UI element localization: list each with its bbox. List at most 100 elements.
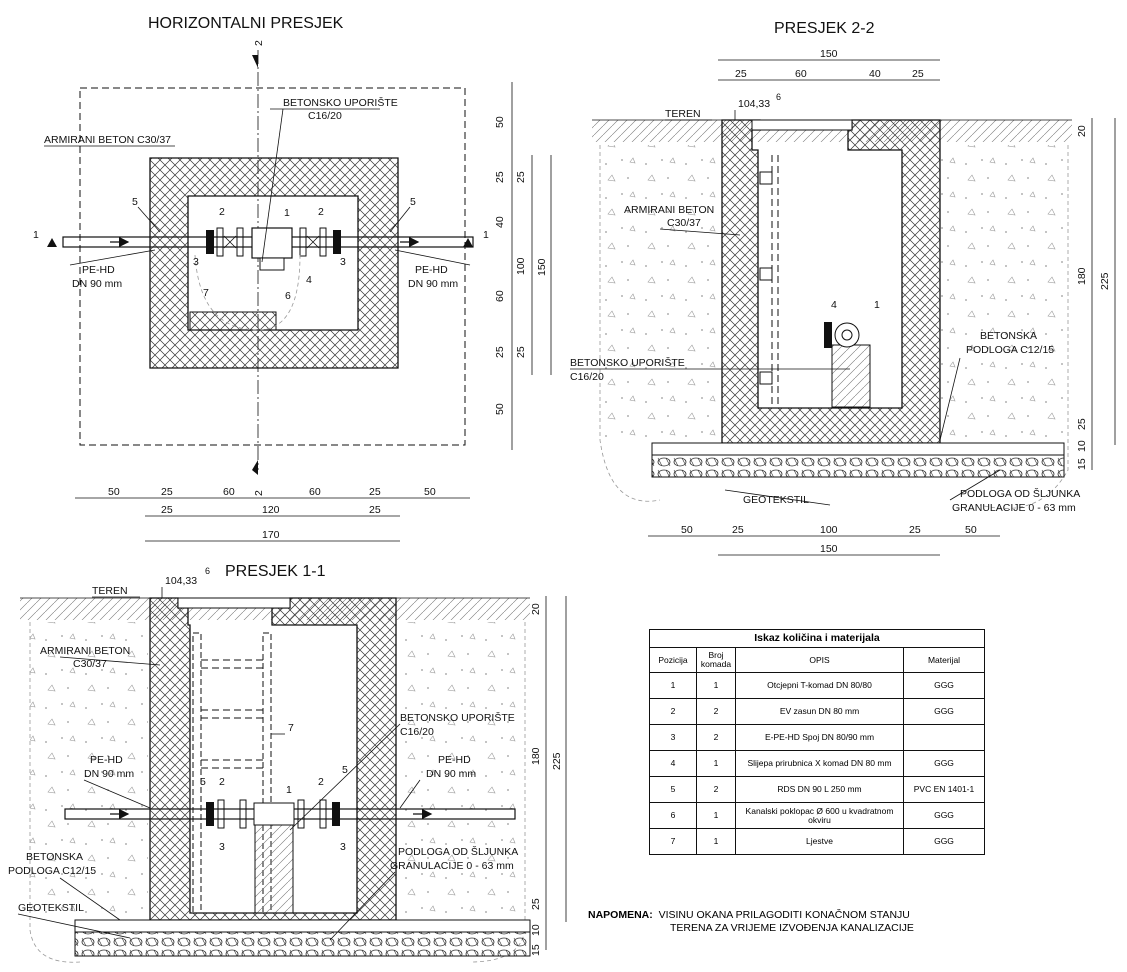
flange-icon [206,230,214,254]
table-row: 1 1 Otcjepni T-komad DN 80/80 GGG [649,672,985,699]
backfill [396,622,524,922]
dimension-label: 20 [530,603,542,615]
ladder-bracket [759,171,773,185]
dimension-label: 50 [424,486,436,498]
dimension-label: 225 [551,752,563,770]
dimension-label: 50 [494,403,506,415]
label-concrete-support: BETONSKO UPORIŠTE [400,711,515,724]
note-label: NAPOMENA: [588,909,653,921]
leader-line [389,206,411,233]
dimension-label: 180 [530,747,542,765]
valve-icon [236,227,244,257]
position-2: 2 [318,776,324,788]
leader-line [17,913,131,939]
valve-icon [239,799,247,829]
gravel-bed [74,931,531,957]
dimension-label: 150 [820,543,838,555]
dimension-label: 10 [530,924,542,936]
label-concrete-class: C30/37 [73,658,107,670]
concrete-support-block [831,344,871,408]
valve-icon [216,227,224,257]
table-caption: Iskaz količina i materijala [649,629,985,648]
dimension-label: 25 [369,486,381,498]
manhole-cover-icon [751,119,853,131]
gravel-bed [651,454,1065,478]
section-mark-2-top: 2 [253,40,265,46]
backfill [600,145,722,445]
label-pipe-size-left: DN 90 mm [72,278,122,290]
label-concrete-base: BETONSKA [26,851,83,863]
dimension-label: 50 [965,524,977,536]
table-cell: RDS DN 90 L 250 mm [735,776,904,803]
position-5: 5 [200,776,206,788]
valve-icon [319,799,327,829]
table-cell: GGG [903,672,985,699]
dimension-label: 15 [530,944,542,956]
dimension-label: 25 [909,524,921,536]
table-cell: 1 [696,672,736,699]
dimension-label: 25 [530,898,542,910]
leader-line [329,871,396,941]
horizontal-section: HORIZONTALNI PRESJEK 2 2 1 1 ARMIRANI BE [33,15,552,542]
label-geotextile: GEOTEKSTIL [18,902,84,914]
table-row: 5 2 RDS DN 90 L 250 mm PVC EN 1401-1 [649,776,985,803]
label-reinforced-concrete: ARMIRANI BETON [40,645,130,657]
position-1: 1 [874,299,880,311]
chamber-walls-section [721,119,941,444]
dimension-label: 10 [1076,440,1088,452]
label-level: 104,33 [165,575,197,587]
label-concrete-base-class: PODLOGA C12/15 [8,865,96,877]
label-concrete-base-class: PODLOGA C12/15 [966,344,1054,356]
valve-icon [217,799,225,829]
dimension-label: 50 [108,486,120,498]
leader-line [939,357,961,441]
table-cell: 1 [696,802,736,829]
concrete-base [651,442,1065,456]
valve-icon [223,235,237,249]
concrete-support-block [254,824,294,914]
leader-line [137,206,161,233]
position-5: 5 [342,764,348,776]
position-2: 2 [318,206,324,218]
table-cell: 2 [696,776,736,803]
column-header: Materijal [903,647,985,673]
label-gravel-bed: PODLOGA OD ŠLJUNKA [960,487,1080,500]
dimension-label: 25 [515,346,527,358]
table-cell: 3 [649,724,697,751]
position-3: 3 [340,841,346,853]
table-cell: EV zasun DN 80 mm [735,698,904,725]
excavation-outline [79,87,466,446]
flange-icon [333,230,341,254]
label-gravel-bed: PODLOGA OD ŠLJUNKA [398,845,518,858]
ladder-bracket [759,371,773,385]
leader-line [83,779,151,809]
table-cell: 2 [649,698,697,725]
dimension-label: 25 [494,171,506,183]
label-gravel-grading: GRANULACIJE 0 - 63 mm [952,502,1076,514]
dimension-label: 25 [732,524,744,536]
leader-line [261,108,284,263]
position-2: 2 [219,776,225,788]
section-arrow-1 [47,238,57,247]
dimension-label: 25 [515,171,527,183]
table-row: 4 1 Slijepa prirubnica X komad DN 80 mm … [649,750,985,777]
section-1-1: PRESJEK 1-1 TEREN 104, [8,563,567,963]
ladder-bracket [759,267,773,281]
table-cell: 6 [649,802,697,829]
position-1: 1 [284,207,290,219]
dimension-label: 100 [820,524,838,536]
table-cell: GGG [903,750,985,777]
dimension-label: 40 [869,68,881,80]
table-cell [903,724,985,751]
label-reinforced-concrete: ARMIRANI BETON C30/37 [44,134,171,146]
dimension-label: 50 [681,524,693,536]
dimension-label: 60 [795,68,807,80]
dimension-label: 15 [1076,458,1088,470]
note: NAPOMENA: VISINU OKANA PRILAGODITI KONAČ… [588,909,914,934]
label-reinforced-concrete: ARMIRANI BETON [624,204,714,216]
leader-line [394,249,471,266]
column-header: Broj komada [696,647,736,673]
label-concrete-class: C16/20 [570,371,604,383]
label-concrete-class: C16/20 [400,726,434,738]
t-fitting-icon [834,322,860,348]
